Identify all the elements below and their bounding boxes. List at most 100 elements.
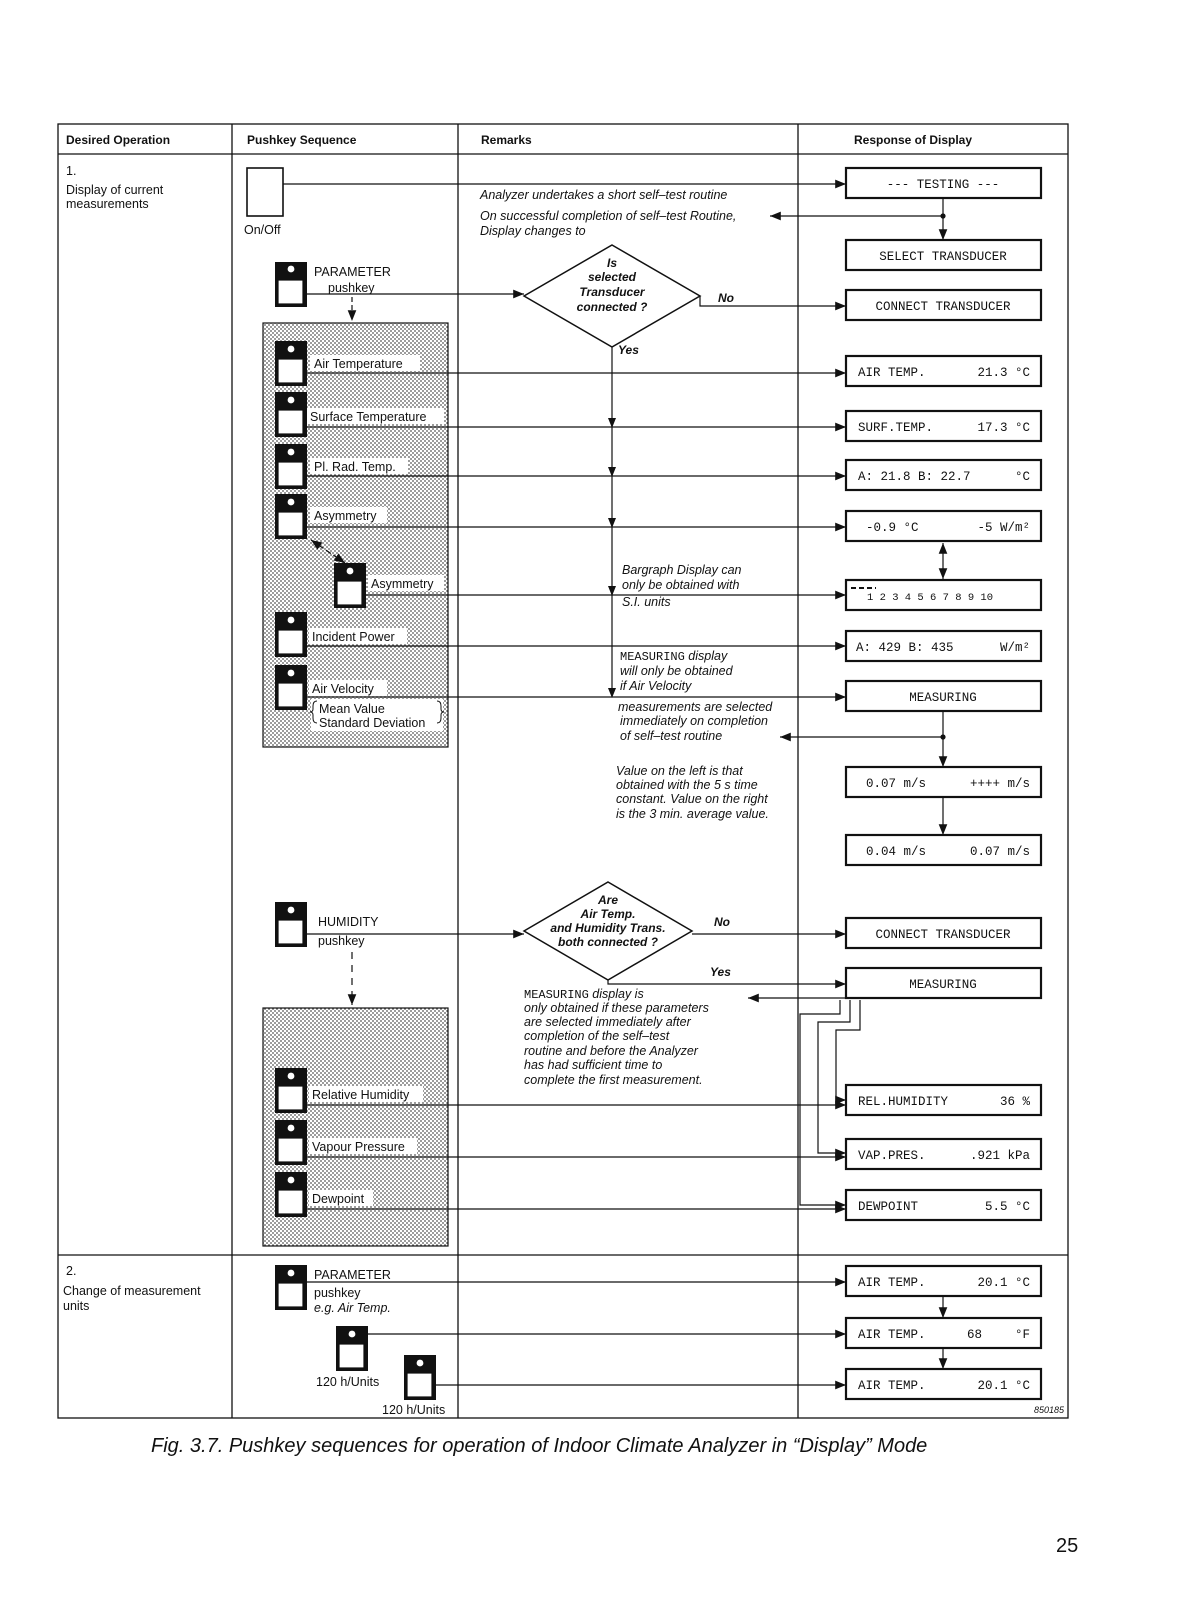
section-2-parameter-key[interactable] bbox=[275, 1265, 307, 1310]
decision-2-no: No bbox=[714, 915, 730, 929]
relative-humidity-label: Relative Humidity bbox=[312, 1088, 410, 1102]
section-1-title-line1: Display of current bbox=[66, 183, 164, 197]
vapour-pressure-key[interactable] bbox=[275, 1120, 307, 1165]
remark-value-line4: is the 3 min. average value. bbox=[616, 807, 769, 821]
humidity-remark-line4: completion of the self–test bbox=[524, 1029, 670, 1043]
on-off-key[interactable] bbox=[246, 167, 284, 217]
display-measuring bbox=[844, 679, 1043, 713]
vapour-pressure-label: Vapour Pressure bbox=[312, 1140, 405, 1154]
remark-value-line1: Value on the left is that bbox=[616, 764, 743, 778]
asymmetry-key[interactable] bbox=[275, 494, 307, 539]
display-asymmetry bbox=[844, 509, 1043, 543]
display-dewpoint-label: DEWPOINT bbox=[858, 1200, 919, 1214]
parameter-key[interactable] bbox=[275, 262, 307, 307]
display-velocity-1-left: 0.07 m/s bbox=[866, 777, 926, 791]
display-air-temp-label: AIR TEMP. bbox=[858, 366, 926, 380]
figure-caption: Fig. 3.7. Pushkey sequences for operatio… bbox=[151, 1435, 927, 1457]
decision-1-line4: connected ? bbox=[577, 300, 648, 314]
display-dewpoint-value: 5.5 °C bbox=[985, 1200, 1030, 1214]
decision-1-line2: selected bbox=[588, 270, 637, 284]
decision-1-no: No bbox=[718, 291, 734, 305]
decision-2-yes: Yes bbox=[710, 965, 731, 979]
display-air-temp bbox=[844, 354, 1043, 388]
incident-power-label: Incident Power bbox=[312, 630, 395, 644]
air-velocity-label: Air Velocity bbox=[312, 682, 375, 696]
section-2-example-label: e.g. Air Temp. bbox=[314, 1301, 391, 1315]
display-units-2-label: AIR TEMP. bbox=[858, 1328, 926, 1342]
relative-humidity-key[interactable] bbox=[275, 1068, 307, 1113]
display-measuring-text: MEASURING bbox=[909, 691, 977, 705]
section-2-title-line2: units bbox=[63, 1299, 89, 1313]
display-asymmetry-right: -5 W/m² bbox=[977, 521, 1030, 535]
header-remarks: Remarks bbox=[481, 133, 532, 147]
display-bargraph bbox=[844, 578, 1043, 612]
dewpoint-key[interactable] bbox=[275, 1172, 307, 1217]
display-units-3-value: 20.1 °C bbox=[977, 1379, 1030, 1393]
display-velocity-1-right: ++++ m/s bbox=[970, 777, 1030, 791]
display-asymmetry-left: -0.9 °C bbox=[866, 521, 919, 535]
units-key-1-label: 120 h/Units bbox=[316, 1375, 379, 1389]
display-rel-humidity bbox=[844, 1083, 1043, 1117]
parameter-label: PARAMETER bbox=[314, 265, 391, 279]
units-key-1[interactable] bbox=[336, 1326, 368, 1371]
mean-value-label: Mean Value bbox=[319, 702, 385, 716]
pl-rad-temp-key[interactable] bbox=[275, 444, 307, 489]
air-temperature-key[interactable] bbox=[275, 341, 307, 386]
remark-measuring-line3: if Air Velocity bbox=[620, 679, 692, 693]
display-air-temp-value: 21.3 °C bbox=[977, 366, 1030, 380]
display-incident-power-unit: W/m² bbox=[1000, 641, 1030, 655]
header-pushkey-sequence: Pushkey Sequence bbox=[247, 133, 357, 147]
header-response-of-display: Response of Display bbox=[854, 133, 972, 147]
display-humidity-connect-text: CONNECT TRANSDUCER bbox=[875, 928, 1011, 942]
display-rel-humidity-value: 36 % bbox=[1000, 1095, 1031, 1109]
remark-on-success-line2: Display changes to bbox=[480, 224, 586, 238]
header-desired-operation: Desired Operation bbox=[66, 133, 170, 147]
display-surf-temp-label: SURF.TEMP. bbox=[858, 421, 933, 435]
display-humidity-measuring bbox=[844, 966, 1043, 1000]
remark-on-success-line1: On successful completion of self–test Ro… bbox=[480, 209, 736, 223]
display-units-2-unit: °F bbox=[1015, 1328, 1030, 1342]
units-key-2[interactable] bbox=[404, 1355, 436, 1400]
asymmetry-second-key[interactable] bbox=[334, 563, 366, 608]
display-humidity-connect-transducer bbox=[844, 916, 1043, 950]
display-ab-temp-label: A: 21.8 B: 22.7 bbox=[858, 470, 971, 484]
dewpoint-label: Dewpoint bbox=[312, 1192, 365, 1206]
humidity-remark-line7: complete the first measurement. bbox=[524, 1073, 703, 1087]
remark-measuring-line2: will only be obtained bbox=[620, 664, 734, 678]
humidity-remark-line5: routine and before the Analyzer bbox=[524, 1044, 699, 1058]
remark-bargraph-line1: Bargraph Display can bbox=[622, 563, 742, 577]
decision-2-line2: Air Temp. bbox=[580, 907, 636, 921]
display-connect-transducer bbox=[844, 288, 1043, 322]
asymmetry-second-label: Asymmetry bbox=[371, 577, 434, 591]
remark-value-line2: obtained with the 5 s time bbox=[616, 778, 758, 792]
display-vap-pres bbox=[844, 1137, 1043, 1171]
units-key-2-label: 120 h/Units bbox=[382, 1403, 445, 1417]
surface-temperature-label: Surface Temperature bbox=[310, 410, 427, 424]
remark-value-line3: constant. Value on the right bbox=[616, 792, 768, 806]
display-rel-humidity-label: REL.HUMIDITY bbox=[858, 1095, 949, 1109]
display-units-1-label: AIR TEMP. bbox=[858, 1276, 926, 1290]
section-1-number: 1. bbox=[66, 164, 76, 178]
decision-2-line1: Are bbox=[597, 893, 618, 907]
connectors-section-1 bbox=[283, 179, 948, 835]
page-number: 25 bbox=[1056, 1535, 1078, 1557]
remark-measuring-line1: MEASURING display bbox=[620, 649, 728, 664]
section-2-number: 2. bbox=[66, 1264, 76, 1278]
incident-power-key[interactable] bbox=[275, 612, 307, 657]
humidity-key[interactable] bbox=[275, 902, 307, 947]
display-connect-transducer-text: CONNECT TRANSDUCER bbox=[875, 300, 1011, 314]
decision-1-yes: Yes bbox=[618, 343, 639, 357]
air-velocity-key[interactable] bbox=[275, 665, 307, 710]
display-testing-text: --- TESTING --- bbox=[887, 178, 1000, 192]
decision-1-line1: Is bbox=[607, 256, 617, 270]
display-surf-temp-value: 17.3 °C bbox=[977, 421, 1030, 435]
on-off-label: On/Off bbox=[244, 223, 281, 237]
remark-measuring-line4: measurements are selected bbox=[618, 700, 773, 714]
remark-bargraph-line2: only be obtained with bbox=[622, 578, 739, 592]
surface-temperature-key[interactable] bbox=[275, 392, 307, 437]
decision-2-line4: both connected ? bbox=[558, 935, 659, 949]
humidity-pushkey-label: pushkey bbox=[318, 934, 365, 948]
section-2-pushkey-label: pushkey bbox=[314, 1286, 361, 1300]
display-units-2-value: 68 bbox=[967, 1328, 982, 1342]
